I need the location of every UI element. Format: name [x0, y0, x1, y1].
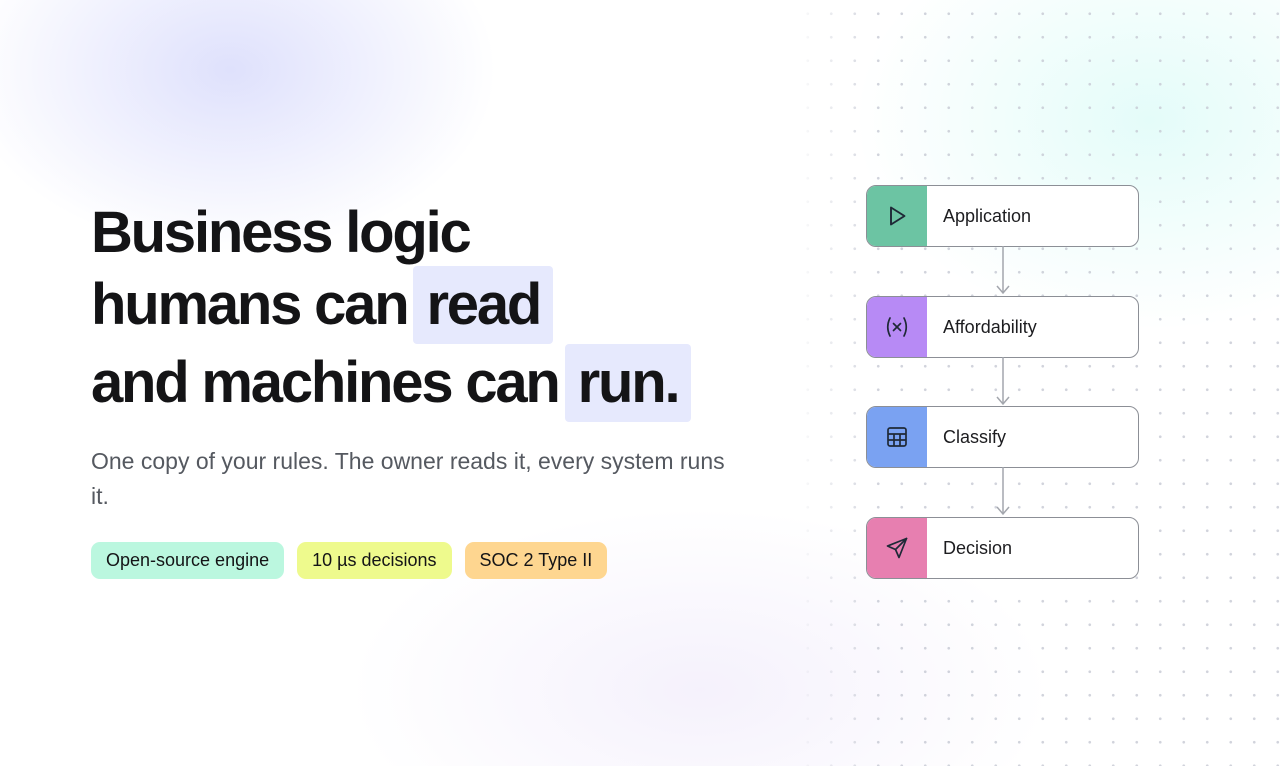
flow-node-decision: Decision: [866, 517, 1139, 579]
flow-node-label: Application: [943, 205, 1032, 226]
headline-line-1: Business logic: [91, 200, 472, 265]
flow-node-label: Decision: [943, 537, 1013, 558]
function-icon: [886, 317, 908, 337]
decision-flow-diagram: Application Affordability Classify Decis…: [866, 185, 1139, 581]
node-icon-box: [867, 407, 927, 467]
node-icon-box: [867, 186, 927, 246]
badge-decisions-speed: 10 µs decisions: [297, 541, 452, 579]
headline-line-3-text: and machines can: [91, 349, 561, 415]
headline-line-2-text: humans can: [91, 271, 410, 337]
flow-node-label: Classify: [943, 426, 1007, 447]
highlight-run: run.: [564, 343, 692, 422]
table-icon: [887, 427, 907, 447]
dot-grid-background: [790, 0, 1280, 766]
play-icon: [890, 206, 906, 226]
badge-row: Open-source engine 10 µs decisions SOC 2…: [91, 541, 751, 579]
flow-node-label: Affordability: [943, 316, 1037, 337]
node-icon-box: [867, 297, 927, 357]
flow-node-application: Application: [866, 185, 1139, 247]
send-icon: [886, 537, 908, 559]
highlight-read: read: [413, 265, 554, 344]
flow-arrow: [996, 467, 1010, 516]
badge-soc2: SOC 2 Type II: [464, 541, 608, 579]
flow-node-classify: Classify: [866, 406, 1139, 468]
flow-node-affordability: Affordability: [866, 296, 1139, 358]
badge-open-source: Open-source engine: [91, 541, 285, 579]
flow-arrow: [996, 357, 1010, 406]
flow-arrow: [996, 246, 1010, 295]
hero-subtitle: One copy of your rules. The owner reads …: [91, 447, 725, 509]
node-icon-box: [867, 518, 927, 578]
